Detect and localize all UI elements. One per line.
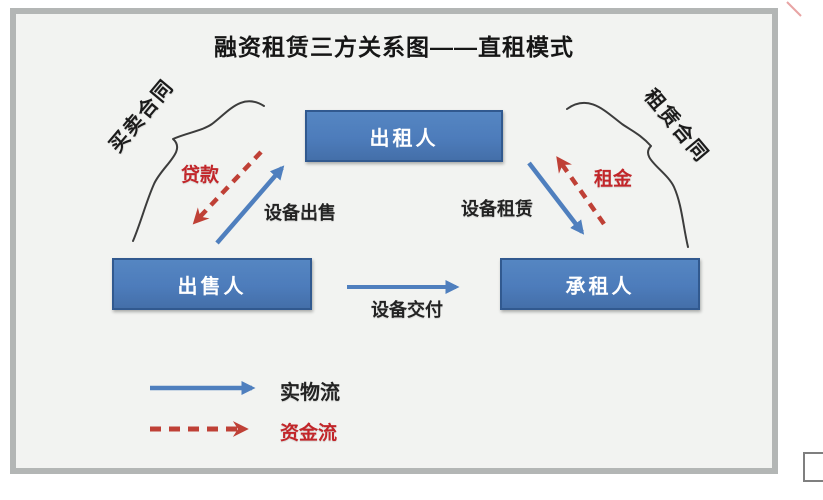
flow-label-equipment-sale: 设备出售 [264,203,336,223]
node-seller-label: 出售人 [177,275,247,298]
node-lessee-label: 承租人 [565,275,635,298]
flow-label-equipment-lease: 设备租赁 [461,199,533,219]
legend-label-physical-flow: 实物流 [280,382,340,404]
corner-box [803,452,823,482]
node-seller: 出售人 [112,258,312,310]
node-lessor: 出租人 [305,110,503,162]
flow-label-equipment-delivery: 设备交付 [371,300,443,320]
flow-label-rent: 租金 [594,169,633,190]
diagram-frame [10,8,778,474]
flow-label-loan: 贷款 [181,165,220,186]
corner-artifact-line [786,1,802,17]
node-lessor-label: 出租人 [369,127,439,150]
node-lessee: 承租人 [500,258,700,310]
diagram-title: 融资租赁三方关系图——直租模式 [214,34,574,60]
legend-label-capital-flow: 资金流 [280,423,338,444]
